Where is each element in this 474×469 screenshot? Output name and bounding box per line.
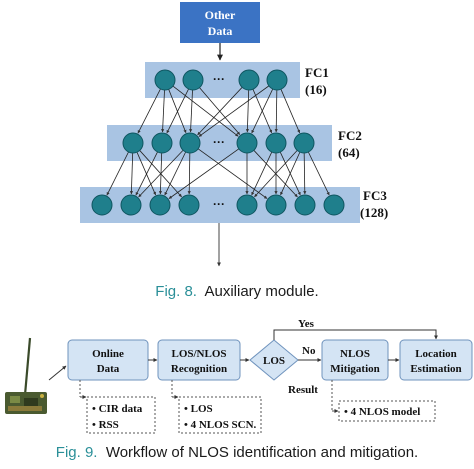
recognition-line1: LOS/NLOS <box>171 348 226 360</box>
connection-fc1-fc2 <box>189 89 193 133</box>
neurons <box>91 69 345 216</box>
online-data-line1: Online <box>92 348 124 360</box>
fc1-neuron <box>154 69 176 91</box>
recognition-line2: Recognition <box>171 363 227 375</box>
other-data-box <box>180 2 260 43</box>
fc2-neuron <box>236 132 258 154</box>
location-estimation-line2: Estimation <box>410 363 461 375</box>
connection-fc1-fc2 <box>161 89 165 133</box>
other-data-label-line2: Data <box>208 24 233 38</box>
connection-fc2-fc3 <box>307 151 330 196</box>
connection-fc2-fc3 <box>303 152 307 195</box>
recognition-list-item-2: • 4 NLOS SCN. <box>184 419 257 431</box>
fig8-diagram: Other Data ··· ··· ··· FC1 (16) FC2 (64)… <box>80 2 388 267</box>
fc3-neuron <box>265 194 287 216</box>
connection-fc1-fc2 <box>172 85 239 137</box>
connection-fc2-fc3 <box>138 149 184 198</box>
fc3-neuron <box>178 194 200 216</box>
uwb-device-illustration <box>5 337 47 414</box>
fc3-neuron <box>323 194 345 216</box>
connection-fc2-fc3 <box>168 148 240 199</box>
online-data-line2: Data <box>97 363 120 375</box>
fc2-neuron <box>122 132 144 154</box>
connection-fc2-fc3 <box>254 150 298 198</box>
connection-fc1-fc2 <box>280 89 301 134</box>
location-estimation-box <box>399 339 473 381</box>
connection-fc2-fc3 <box>197 148 268 199</box>
online-data-list-item-2: • RSS <box>92 419 119 431</box>
online-data-list-item-1: • CIR data <box>92 403 143 415</box>
recognition-list-item-1: • LOS <box>184 403 213 415</box>
fc2-neuron <box>179 132 201 154</box>
fc3-neuron <box>294 194 316 216</box>
connection-fc2-fc3 <box>129 152 134 195</box>
fc2-name: FC2 <box>338 128 362 143</box>
nlos-mitigation-line1: NLOS <box>340 348 370 360</box>
nlos-mitigation-line2: Mitigation <box>330 363 380 375</box>
fc2-size: (64) <box>338 145 360 160</box>
los-decision-label: LOS <box>263 355 285 367</box>
fc1-name: FC1 <box>305 65 329 80</box>
fc3-neuron <box>91 194 113 216</box>
mitigation-list-box <box>338 400 436 422</box>
connection-fc2-fc3 <box>164 151 187 196</box>
fig9-diagram: Online Data LOS/NLOS Recognition LOS NLO… <box>5 318 473 434</box>
connection-fc2-fc3 <box>187 152 191 195</box>
device-arrow <box>48 365 67 381</box>
location-estimation-line1: Location <box>415 348 457 360</box>
no-label: No <box>302 345 316 357</box>
fig9-caption: Fig. 9. Workflow of NLOS identification … <box>0 444 474 461</box>
fc3-ellipsis: ··· <box>213 197 225 211</box>
fc2-neuron <box>151 132 173 154</box>
connection-fc1-fc2 <box>251 88 274 134</box>
online-data-list-box <box>86 396 156 434</box>
fig8-caption-label: Fig. 8. <box>155 283 197 300</box>
connection-fc1-fc2 <box>197 87 243 136</box>
fc3-size: (128) <box>360 205 388 220</box>
connection-fc1-fc2 <box>274 89 278 133</box>
fig8-caption-text: Auxiliary module. <box>204 283 319 300</box>
fc3-neuron <box>236 194 258 216</box>
arrow-yes-path <box>273 329 438 340</box>
fc3-neuron <box>149 194 171 216</box>
fc1-ellipsis: ··· <box>213 72 225 86</box>
fc2-ellipsis: ··· <box>213 135 225 149</box>
connection-fc2-fc3 <box>106 151 129 196</box>
fc1-size: (16) <box>305 82 327 97</box>
connection-fc1-fc2 <box>137 88 161 134</box>
connection-fc2-fc3 <box>280 151 301 196</box>
fc1-neuron <box>238 69 260 91</box>
recognition-list-box <box>178 396 262 434</box>
fig9-caption-label: Fig. 9. <box>55 444 98 461</box>
layer-connections <box>106 85 330 199</box>
fc3-name: FC3 <box>363 188 387 203</box>
connection-fc1-fc2 <box>245 89 250 133</box>
connection-fc2-fc3 <box>135 151 158 196</box>
connection-fc1-fc2 <box>166 88 189 134</box>
fc2-neuron <box>293 132 315 154</box>
connection-fc2-fc3 <box>251 151 273 196</box>
fig8-caption: Fig. 8. Auxiliary module. <box>0 283 474 300</box>
yes-label: Yes <box>298 318 315 330</box>
fc1-neuron <box>266 69 288 91</box>
fc1-neuron <box>182 69 204 91</box>
connection-fc1-fc2 <box>198 85 270 137</box>
fig9-caption-text: Workflow of NLOS identification and miti… <box>105 444 419 461</box>
fc3-neuron <box>120 194 142 216</box>
result-label: Result <box>288 384 318 396</box>
fc2-neuron <box>265 132 287 154</box>
mitigation-list-item-1: • 4 NLOS model <box>344 406 420 418</box>
other-data-label-line1: Other <box>205 8 236 22</box>
